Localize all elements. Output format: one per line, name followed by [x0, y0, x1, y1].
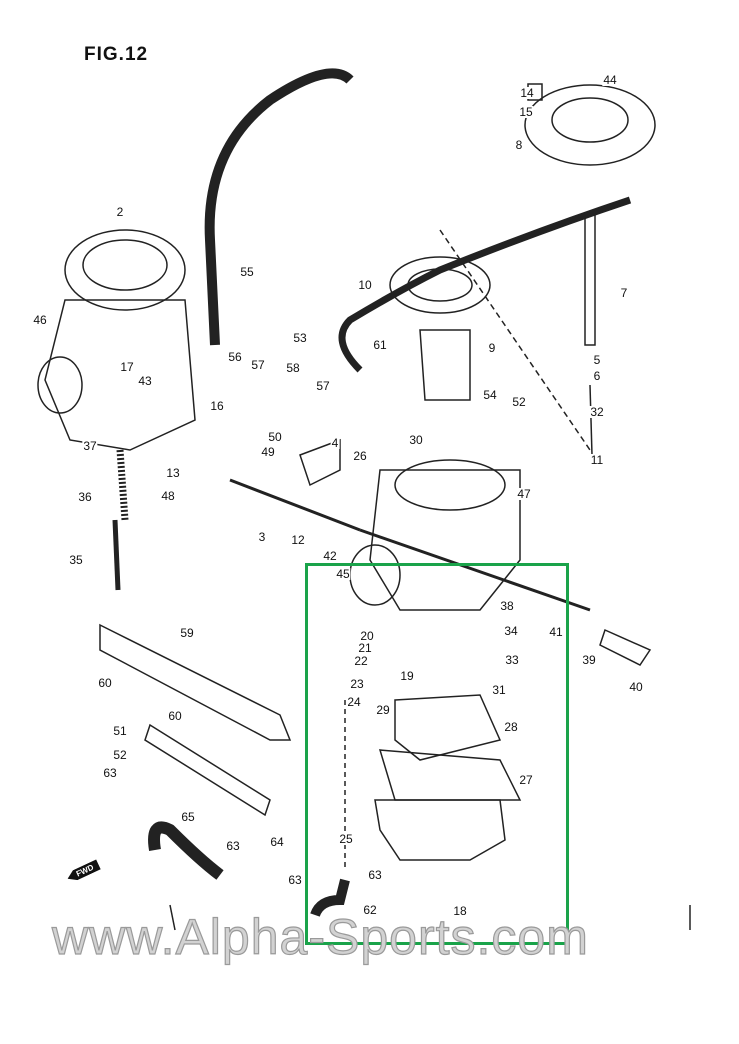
- vent-hose-55: [204, 68, 354, 346]
- part-label: 35: [68, 553, 84, 567]
- carb-body-right: [369, 469, 521, 611]
- part-label: 33: [504, 653, 520, 667]
- part-label: 34: [503, 624, 519, 638]
- part-label: 28: [503, 720, 519, 734]
- carb-intake-left: [37, 356, 83, 414]
- part-label: 60: [167, 709, 183, 723]
- part-label: 60: [97, 676, 113, 690]
- part-label: 6: [592, 369, 602, 383]
- part-label: 25: [338, 832, 354, 846]
- fitting-40: [599, 628, 652, 666]
- carb-top-cap-8: [524, 84, 656, 166]
- part-label: 14: [519, 86, 535, 100]
- part-label: 20: [359, 629, 375, 643]
- part-label: 50: [267, 430, 283, 444]
- highlight-box: [305, 563, 569, 945]
- part-label: 27: [518, 773, 534, 787]
- shaft-12: [229, 478, 361, 532]
- watermark: www.Alpha-Sports.com: [51, 908, 589, 965]
- part-label: 55: [239, 265, 255, 279]
- part-label: 18: [452, 904, 468, 918]
- part-label: 48: [160, 489, 176, 503]
- part-label: 52: [511, 395, 527, 409]
- float-bowl: [374, 799, 506, 861]
- part-label: 43: [137, 374, 153, 388]
- part-label: 26: [352, 449, 368, 463]
- part-label: 15: [518, 105, 534, 119]
- part-label: 40: [628, 680, 644, 694]
- part-label: 45: [335, 567, 351, 581]
- part-label: 23: [349, 677, 365, 691]
- part-label: 63: [102, 766, 118, 780]
- part-label: 29: [375, 703, 391, 717]
- part-label: 9: [487, 341, 497, 355]
- part-label: 39: [581, 653, 597, 667]
- part-label: 5: [592, 353, 602, 367]
- part-label: 65: [180, 810, 196, 824]
- part-label: 64: [269, 835, 285, 849]
- part-label: 54: [482, 388, 498, 402]
- part-label: 51: [112, 724, 128, 738]
- part-label: 24: [346, 695, 362, 709]
- part-label: 47: [516, 487, 532, 501]
- part-label: 36: [77, 490, 93, 504]
- part-label: 57: [250, 358, 266, 372]
- part-label: 22: [353, 654, 369, 668]
- part-label: 4: [330, 436, 340, 450]
- diaphragm-10: [389, 256, 491, 314]
- part-label: 21: [357, 641, 373, 655]
- part-label: 61: [372, 338, 388, 352]
- spring-36: [116, 449, 129, 521]
- part-label: 42: [322, 549, 338, 563]
- part-label: 3: [257, 530, 267, 544]
- gasket-27: [378, 749, 522, 801]
- part-label: 2: [115, 205, 125, 219]
- needle-7: [584, 214, 596, 346]
- part-label: 52: [112, 748, 128, 762]
- part-label: 53: [292, 331, 308, 345]
- part-label: 56: [227, 350, 243, 364]
- part-label: 63: [287, 873, 303, 887]
- plate-4: [299, 438, 341, 487]
- part-label: 44: [602, 73, 618, 87]
- part-label: 41: [548, 625, 564, 639]
- vent-hose-53: [338, 196, 632, 373]
- shaft-38: [359, 528, 591, 612]
- rod-32: [589, 384, 593, 456]
- part-label: 58: [285, 361, 301, 375]
- part-label: 37: [82, 439, 98, 453]
- part-label: 57: [315, 379, 331, 393]
- bracket-51: [144, 723, 271, 817]
- hose-62: [310, 878, 350, 917]
- part-label: 46: [32, 313, 48, 327]
- part-label: 59: [179, 626, 195, 640]
- part-label: 10: [357, 278, 373, 292]
- part-label: 62: [362, 903, 378, 917]
- part-label: 38: [499, 599, 515, 613]
- part-label: 30: [408, 433, 424, 447]
- carb-body-left: [44, 299, 196, 451]
- part-label: 16: [209, 399, 225, 413]
- part-label: 12: [290, 533, 306, 547]
- part-label: 11: [589, 453, 605, 467]
- part-label: 19: [399, 669, 415, 683]
- part-label: 63: [367, 868, 383, 882]
- part-label: 17: [119, 360, 135, 374]
- piston-9: [419, 329, 471, 401]
- part-label: 32: [589, 405, 605, 419]
- bracket-59: [99, 623, 292, 741]
- part-label: 49: [260, 445, 276, 459]
- part-label: 63: [225, 839, 241, 853]
- figure-title: FIG.12: [84, 44, 149, 65]
- part-label: 8: [514, 138, 524, 152]
- hose-65: [148, 821, 224, 880]
- carb-top-cap-2: [64, 229, 186, 311]
- screw-35: [112, 519, 121, 591]
- part-label: 13: [165, 466, 181, 480]
- float-28: [394, 694, 502, 761]
- part-label: 7: [619, 286, 629, 300]
- part-label: 31: [491, 683, 507, 697]
